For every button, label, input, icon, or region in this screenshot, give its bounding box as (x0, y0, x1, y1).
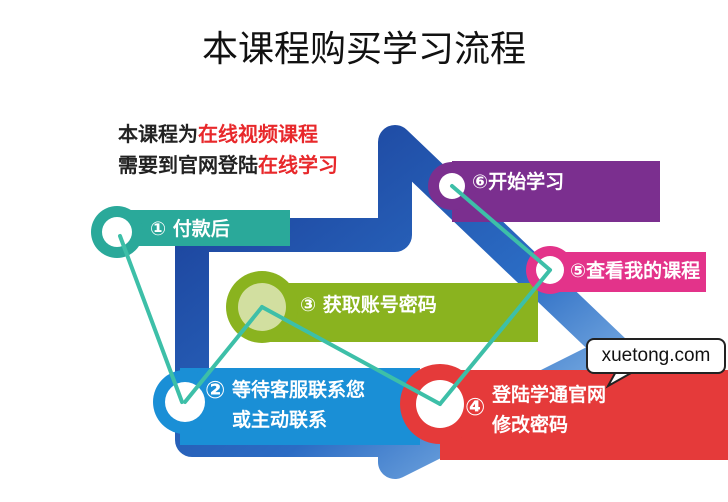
step-1-text: 付款后 (172, 218, 230, 240)
step-6-number: ⑥ (472, 171, 489, 193)
step-3-label: ③ 获取账号密码 (300, 290, 437, 320)
step-2-label: ② (205, 375, 225, 407)
band-step-1 (117, 210, 290, 246)
connector-3-4 (260, 305, 442, 406)
step-5-text: 查看我的课程 (586, 260, 701, 282)
step-5-number: ⑤ (570, 260, 587, 282)
band-step-5 (550, 252, 706, 292)
connectors (118, 184, 552, 406)
step-1-label: ① 付款后 (150, 214, 230, 244)
step-2-line-1: 等待客服联系您 (232, 379, 366, 401)
step-4-number: ④ (465, 393, 486, 421)
intro-line-1: 本课程为在线视频课程 (118, 118, 318, 147)
step-5-label: ⑤查看我的课程 (570, 256, 700, 286)
intro-line-1-highlight: 在线视频课程 (198, 122, 318, 146)
step-4-line-2: 修改密码 (492, 414, 569, 436)
step-2-line-2: 或主动联系 (232, 409, 328, 431)
band-step-6 (452, 161, 660, 222)
band-step-3 (262, 283, 538, 342)
step-3-number: ③ (300, 294, 317, 316)
step-4-line-1: 登陆学通官网 (492, 384, 607, 406)
step-bands (117, 161, 728, 460)
page-title: 本课程购买学习流程 (201, 29, 526, 70)
step-1-number: ① (150, 218, 167, 240)
step-6-text: 开始学习 (488, 171, 565, 193)
step-6-label: ⑥开始学习 (472, 167, 564, 197)
intro-line-2-prefix: 需要到官网登陆 (118, 153, 258, 177)
intro-line-1-prefix: 本课程为 (118, 122, 198, 146)
node-step-1-center (102, 217, 132, 247)
connector-2-3 (183, 305, 264, 404)
step-4-label: ④ (465, 392, 485, 424)
website-speech-bubble: xuetong.com (586, 338, 726, 374)
step-4-text: 登陆学通官网修改密码 (492, 380, 606, 440)
band-step-2 (180, 368, 420, 445)
connector-4-5 (438, 268, 552, 406)
step-2-text: 等待客服联系您或主动联系 (232, 375, 365, 435)
intro-line-2-highlight: 在线学习 (258, 153, 338, 177)
step-2-number: ② (205, 376, 226, 404)
band-step-4 (440, 370, 728, 460)
connector-1-2 (118, 234, 184, 404)
step-3-text: 获取账号密码 (322, 294, 437, 316)
connector-5-6 (450, 184, 552, 272)
intro-line-2: 需要到官网登陆在线学习 (118, 149, 338, 178)
